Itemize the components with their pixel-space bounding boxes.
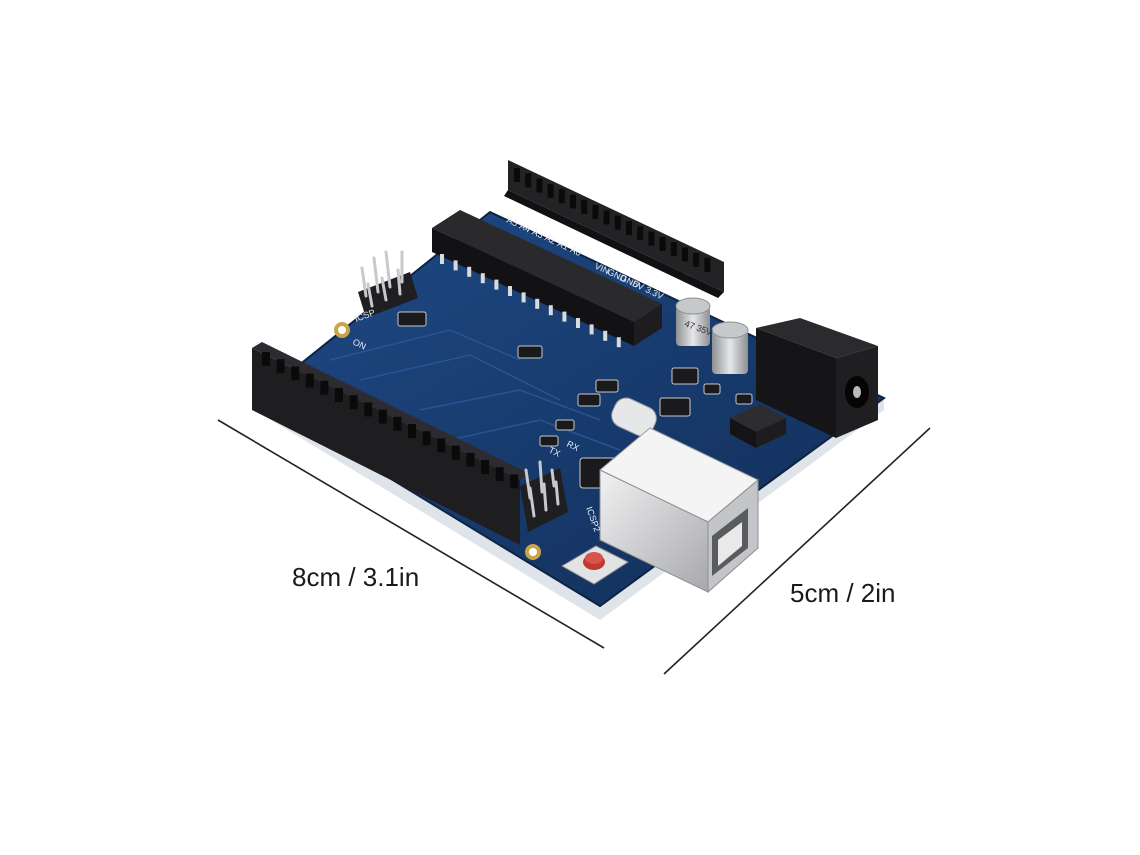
header-slot (408, 424, 416, 438)
chip-pin (576, 318, 580, 328)
header-slot (437, 438, 446, 453)
silk-pin-label: A2 (543, 232, 557, 246)
header-slot (570, 194, 576, 209)
silk-pin-label: A1 (556, 238, 570, 252)
header-slot (364, 402, 373, 417)
header-slot (320, 380, 329, 395)
silk-analog-pins: A5A4A3A2A1A0 (505, 215, 583, 258)
capacitor (675, 297, 711, 346)
header-slot (581, 199, 588, 214)
header-slot (481, 460, 489, 474)
header-slot (670, 242, 677, 257)
header-slot (378, 409, 387, 424)
mounting-hole (338, 326, 346, 334)
dimension-line-width (663, 427, 931, 675)
header-slot (682, 247, 688, 262)
chip-pin (616, 337, 621, 348)
length-dimension-label: 8cm / 3.1in (292, 562, 420, 592)
width-dimension-label: 5cm / 2in (790, 578, 896, 608)
icsp2-header (520, 460, 568, 532)
chip-pin (480, 273, 485, 284)
chip-pin (589, 324, 594, 335)
header-slot (451, 445, 460, 460)
header-slot (349, 395, 358, 410)
pcb-traces (329, 329, 621, 451)
chip-pin (467, 266, 472, 277)
header-slot (648, 231, 655, 246)
header-slot (510, 474, 519, 489)
crystal-oscillator (611, 397, 657, 437)
header-slot (495, 467, 504, 482)
header-slot (536, 178, 543, 193)
header-digital (252, 342, 530, 545)
chip-pin (508, 286, 512, 296)
reset-button (560, 545, 630, 585)
smd-components (397, 311, 753, 489)
header-slot (393, 416, 402, 431)
header-slot (525, 173, 532, 188)
dimension-line-length (217, 419, 605, 649)
chip-pin (494, 279, 499, 290)
header-slot (547, 183, 554, 198)
silk-pin-label: A4 (518, 221, 532, 235)
header-slot (291, 366, 300, 381)
header-slot (514, 168, 520, 182)
chip-pin (548, 305, 553, 316)
header-slot (335, 388, 343, 402)
silk-pin-label: A0 (569, 244, 583, 258)
dc-power-jack (756, 318, 878, 438)
silk-pin-label: A3 (531, 227, 545, 241)
voltage-regulator (730, 404, 786, 448)
header-slot (422, 431, 431, 446)
chip-pin (521, 292, 526, 303)
header-slot (659, 236, 666, 251)
chip-pin (535, 298, 540, 309)
usb-b-connector (599, 427, 759, 594)
header-slot (305, 373, 314, 388)
header-slot (466, 452, 475, 467)
header-slot (592, 205, 599, 220)
header-slot (614, 215, 621, 230)
silk-tx: TX (547, 445, 562, 459)
header-slot (603, 210, 610, 225)
mounting-hole (529, 548, 537, 556)
header-analog-power (504, 160, 724, 298)
silk-rx: RX (565, 439, 581, 453)
header-slot (262, 352, 270, 366)
chip-pin (603, 330, 608, 341)
chip-pin (453, 260, 458, 271)
microcontroller-chip (432, 210, 662, 348)
silk-pin-label: A5 (505, 215, 519, 229)
header-slot (276, 359, 285, 374)
header-slot (704, 258, 711, 273)
capacitor (711, 321, 749, 374)
chip-pin (440, 254, 444, 264)
header-slot (693, 252, 700, 267)
icsp-header (358, 250, 418, 318)
header-slot (637, 226, 644, 241)
header-slot (626, 221, 632, 235)
silk-pin-label: 5V (631, 278, 645, 292)
chip-pin (562, 311, 567, 322)
header-slot (558, 189, 565, 204)
